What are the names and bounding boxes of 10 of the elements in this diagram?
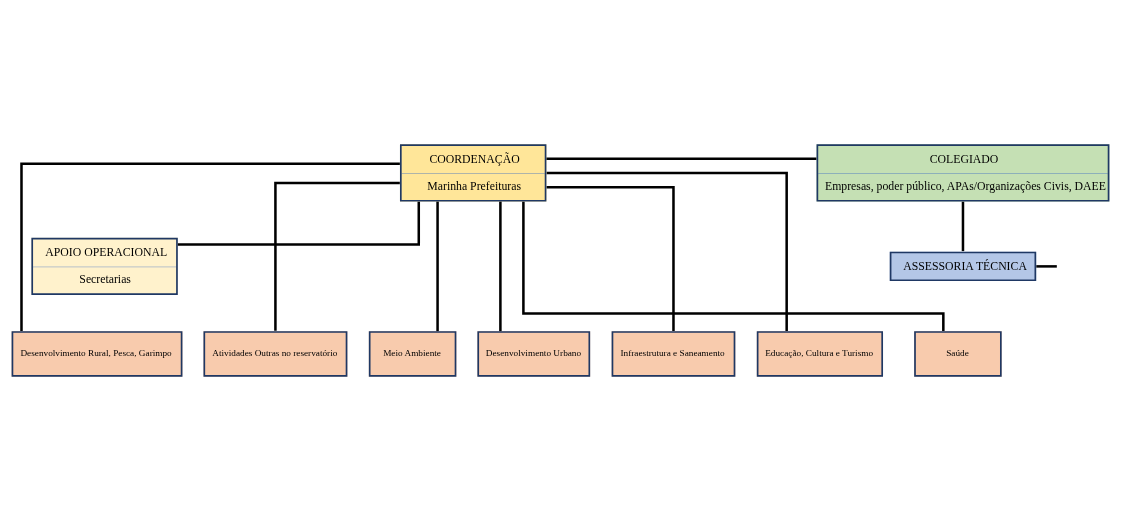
- connector: [961, 201, 965, 251]
- connector: [436, 201, 439, 331]
- connector: [546, 171, 788, 331]
- connector: [499, 201, 502, 331]
- connector: [546, 185, 675, 331]
- connector: [1036, 264, 1057, 268]
- connector: [177, 201, 421, 246]
- connector: [20, 161, 400, 331]
- connector: [274, 181, 400, 331]
- connector: [546, 156, 817, 160]
